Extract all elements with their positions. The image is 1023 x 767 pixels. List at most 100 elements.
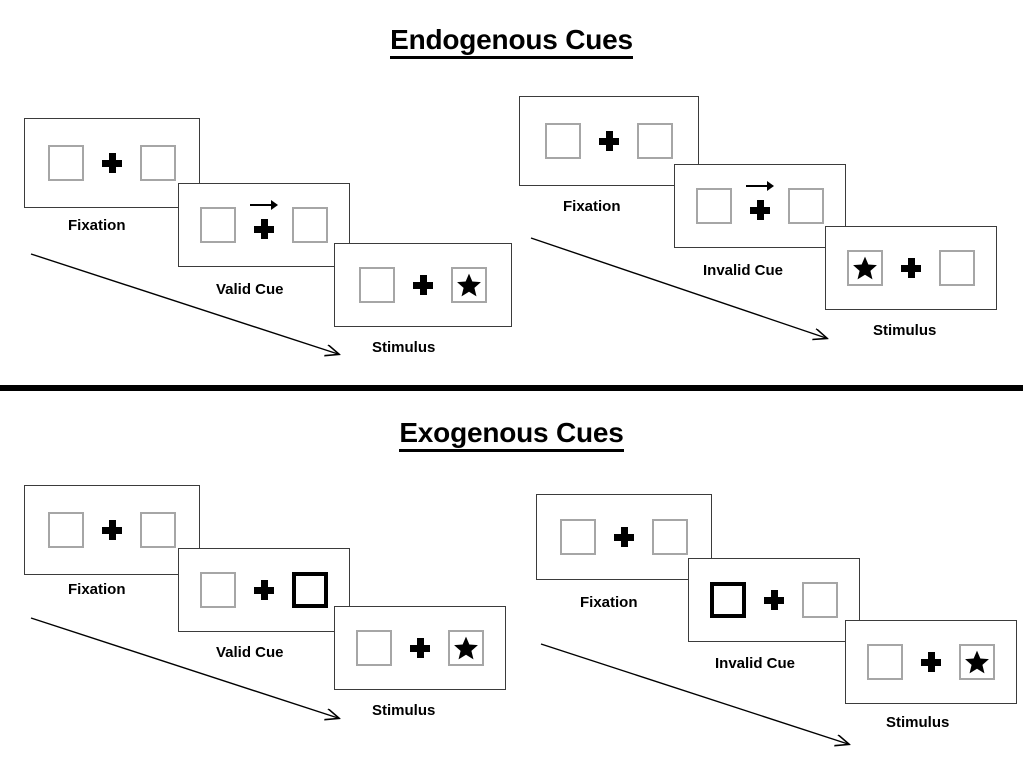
fixation-slot — [395, 262, 451, 308]
caption-exogenous-invalid-fixation: Fixation — [580, 594, 638, 611]
caption-endogenous-valid-stimulus: Stimulus — [372, 339, 436, 356]
section-divider — [0, 385, 1023, 391]
caption-exogenous-valid-fixation: Fixation — [68, 581, 126, 598]
right-box — [652, 519, 688, 555]
left-box — [696, 188, 732, 224]
panel-exogenous-invalid-fixation — [536, 494, 712, 580]
fixation-slot — [392, 625, 448, 671]
fixation-slot — [84, 140, 140, 186]
panel-content — [335, 607, 505, 689]
star-icon — [852, 255, 878, 281]
section-title-endogenous: Endogenous Cues — [0, 24, 1023, 59]
panel-endogenous-valid-fixation — [24, 118, 200, 208]
star-icon — [456, 272, 482, 298]
caption-exogenous-valid-cue: Valid Cue — [216, 644, 284, 661]
left-box — [48, 512, 84, 548]
section-title-endogenous-text: Endogenous Cues — [390, 24, 633, 59]
fixation-slot — [596, 514, 652, 560]
arrow-right-icon — [250, 200, 278, 210]
panel-content — [520, 97, 698, 185]
panel-content — [25, 486, 199, 574]
panel-content — [179, 184, 349, 266]
right-box — [637, 123, 673, 159]
section-title-exogenous-text: Exogenous Cues — [399, 417, 624, 452]
fixation-slot — [236, 567, 292, 613]
plus-icon — [410, 638, 430, 658]
star-icon — [964, 649, 990, 675]
right-box — [140, 512, 176, 548]
caption-endogenous-invalid-stimulus: Stimulus — [873, 322, 937, 339]
fixation-slot — [883, 245, 939, 291]
arrow-shaft — [746, 185, 769, 187]
left-box — [867, 644, 903, 680]
panel-content — [335, 244, 511, 326]
left-box — [200, 207, 236, 243]
arrow-shaft — [250, 204, 273, 206]
left-box-cued — [710, 582, 746, 618]
plus-icon — [254, 580, 274, 600]
panel-content — [826, 227, 996, 309]
left-box — [356, 630, 392, 666]
right-box — [140, 145, 176, 181]
plus-icon — [764, 590, 784, 610]
panel-endogenous-invalid-stimulus — [825, 226, 997, 310]
right-box — [448, 630, 484, 666]
panel-exogenous-invalid-cue — [688, 558, 860, 642]
panel-endogenous-invalid-cue — [674, 164, 846, 248]
plus-icon — [102, 520, 122, 540]
right-box — [292, 207, 328, 243]
left-box — [359, 267, 395, 303]
arrow-head — [767, 181, 774, 191]
caption-exogenous-valid-stimulus: Stimulus — [372, 702, 436, 719]
right-box — [959, 644, 995, 680]
caption-exogenous-invalid-cue: Invalid Cue — [715, 655, 796, 672]
panel-exogenous-invalid-stimulus — [845, 620, 1017, 704]
flow-arrow-exogenous-invalid — [540, 643, 868, 763]
arrow-head — [271, 200, 278, 210]
plus-icon — [901, 258, 921, 278]
plus-icon — [254, 219, 274, 239]
panel-exogenous-valid-fixation — [24, 485, 200, 575]
panel-content — [25, 119, 199, 207]
left-box — [545, 123, 581, 159]
panel-exogenous-valid-cue — [178, 548, 350, 632]
plus-icon — [413, 275, 433, 295]
caption-exogenous-invalid-stimulus: Stimulus — [886, 714, 950, 731]
caption-endogenous-invalid-fixation: Fixation — [563, 198, 621, 215]
right-box — [788, 188, 824, 224]
left-box — [48, 145, 84, 181]
fixation-slot — [903, 639, 959, 685]
plus-icon — [599, 131, 619, 151]
panel-content — [689, 559, 859, 641]
flow-arrow-endogenous-invalid — [530, 237, 858, 357]
right-box — [939, 250, 975, 286]
fixation-slot — [236, 200, 292, 248]
plus-icon — [750, 200, 770, 220]
panel-content — [179, 549, 349, 631]
plus-icon — [102, 153, 122, 173]
panel-exogenous-valid-stimulus — [334, 606, 506, 690]
panel-endogenous-valid-stimulus — [334, 243, 512, 327]
left-box — [560, 519, 596, 555]
fixation-slot — [732, 181, 788, 229]
plus-icon — [614, 527, 634, 547]
right-box — [451, 267, 487, 303]
panel-endogenous-valid-cue — [178, 183, 350, 267]
arrow-right-icon — [746, 181, 774, 191]
panel-content — [537, 495, 711, 579]
left-box — [200, 572, 236, 608]
left-box — [847, 250, 883, 286]
caption-endogenous-valid-cue: Valid Cue — [216, 281, 284, 298]
plus-icon — [921, 652, 941, 672]
fixation-slot — [746, 577, 802, 623]
panel-content — [846, 621, 1016, 703]
fixation-slot — [84, 507, 140, 553]
panel-endogenous-invalid-fixation — [519, 96, 699, 186]
caption-endogenous-invalid-cue: Invalid Cue — [703, 262, 784, 279]
right-box-cued — [292, 572, 328, 608]
caption-endogenous-valid-fixation: Fixation — [68, 217, 126, 234]
section-title-exogenous: Exogenous Cues — [0, 417, 1023, 452]
right-box — [802, 582, 838, 618]
star-icon — [453, 635, 479, 661]
